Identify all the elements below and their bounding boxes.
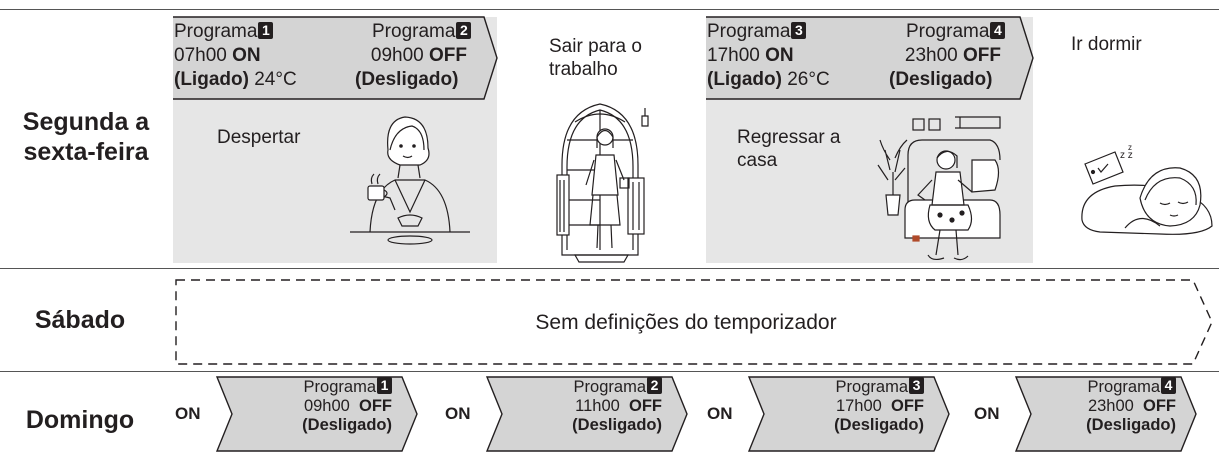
program-3-state-note: (Ligado) 26°C [707, 69, 830, 90]
program-2-time: 09h00 OFF [370, 45, 467, 66]
rule-2 [0, 371, 1219, 372]
sunday-program-1-number-badge: 1 [377, 377, 392, 394]
sunday-chevron-1 [215, 376, 418, 452]
saturday-row-label: Sábado [34, 306, 126, 334]
sunday-on-3: ON [707, 404, 733, 423]
program-4-number-badge: 4 [990, 22, 1006, 39]
sunday-program-4-time: 23h00 OFF [1087, 397, 1176, 415]
program-1-number-badge: 1 [258, 22, 274, 39]
woman-coffee-illustration [350, 116, 470, 245]
svg-text:z z: z z [1120, 150, 1133, 161]
program-3-4-chevron [706, 16, 1034, 100]
program-3-time: 17h00 ON [707, 45, 794, 66]
weekday-row-label: Segunda a sexta-feira [6, 107, 166, 167]
sunday-program-4-number-badge: 4 [1161, 377, 1176, 394]
sleeping-woman-illustration: z z z [1081, 143, 1213, 235]
activity-home-line2: casa [737, 150, 778, 171]
woman-sofa-illustration [877, 116, 1001, 261]
sunday-chevron-2 [485, 376, 688, 452]
sunday-row-label: Domingo [25, 406, 135, 434]
program-4-state-note: (Desligado) [889, 69, 993, 90]
sunday-on-2: ON [445, 404, 471, 423]
sunday-chevron-4 [1014, 376, 1197, 452]
program-2-number-badge: 2 [456, 22, 472, 39]
sunday-program-4-state-note: (Desligado) [1086, 416, 1176, 434]
activity-leave-line2: trabalho [549, 59, 618, 80]
program-1-state-note: (Ligado) 24°C [174, 69, 297, 90]
sunday-chevron-3 [747, 376, 950, 452]
weekday-label-line2: sexta-feira [23, 138, 149, 166]
weekday-label-line1: Segunda a [22, 108, 150, 136]
sunday-program-2-number-badge: 2 [647, 377, 662, 394]
saturday-no-timer-text: Sem definições do temporizador [535, 311, 837, 334]
activity-leave: Sair para o trabalho [549, 35, 642, 81]
woman-door-illustration [556, 103, 649, 263]
sunday-on-4: ON [974, 404, 1000, 423]
sunday-program-2-time: 11h00 OFF [575, 397, 662, 415]
program-4-time: 23h00 OFF [904, 45, 1001, 66]
sunday-program-1-state-note: (Desligado) [302, 416, 392, 434]
activity-home: Regressar a casa [737, 126, 841, 172]
sunday-program-3-time: 17h00 OFF [835, 397, 924, 415]
program-1-time: 07h00 ON [174, 45, 261, 66]
sunday-program-3-number-badge: 3 [909, 377, 924, 394]
sunday-program-3-state-note: (Desligado) [834, 416, 924, 434]
activity-sleep: Ir dormir [1071, 34, 1142, 55]
activity-wake: Despertar [217, 127, 301, 148]
sunday-on-1: ON [175, 404, 201, 423]
program-2-state-note: (Desligado) [355, 69, 459, 90]
svg-text:z: z [1128, 143, 1132, 152]
saturday-dashed-box [175, 279, 1213, 365]
activity-leave-line1: Sair para o [549, 36, 642, 57]
rule-1 [0, 268, 1219, 269]
program-1-2-chevron [173, 16, 498, 100]
activity-home-line1: Regressar a [737, 127, 841, 148]
sunday-program-2-state-note: (Desligado) [572, 416, 662, 434]
top-rule [0, 9, 1219, 10]
sunday-program-1-time: 09h00 OFF [303, 397, 392, 415]
program-3-number-badge: 3 [791, 22, 807, 39]
